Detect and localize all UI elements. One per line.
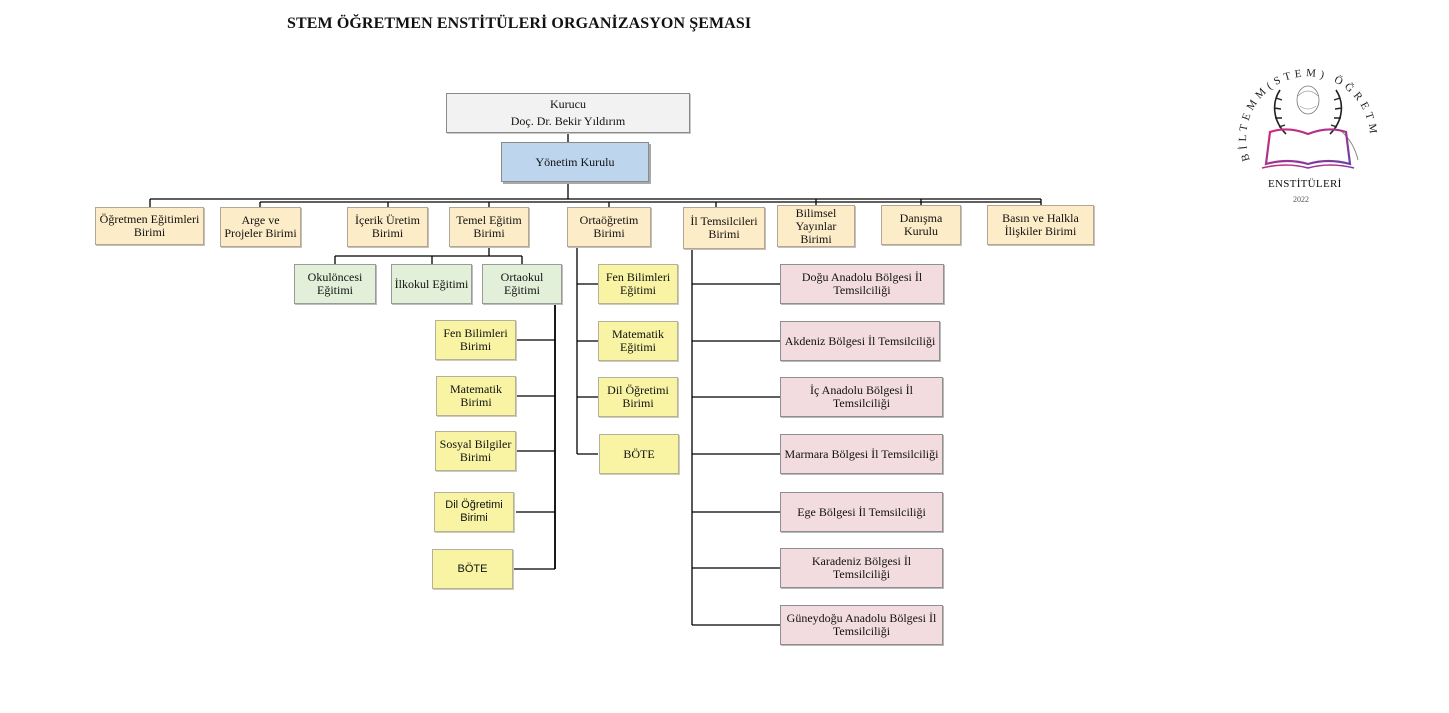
ortaokul-matematik: Matematik Birimi bbox=[436, 376, 516, 416]
region-marmara: Marmara Bölgesi İl Temsilciliği bbox=[780, 434, 943, 474]
founder-box: Kurucu Doç. Dr. Bekir Yıldırım bbox=[446, 93, 690, 133]
quill-icon bbox=[1339, 129, 1359, 161]
unit-danisma-kurulu: Danışma Kurulu bbox=[881, 205, 961, 245]
region-dogu-anadolu: Doğu Anadolu Bölgesi İl Temsilciliği bbox=[780, 264, 944, 304]
ortaogretim-matematik: Matematik Eğitimi bbox=[598, 321, 678, 361]
ortaokul-dil-ogretimi: Dil Öğretimi Birimi bbox=[434, 492, 514, 532]
laurel-right-icon bbox=[1329, 89, 1343, 135]
founder-role: Kurucu bbox=[550, 97, 586, 111]
region-ic-anadolu: İç Anadolu Bölgesi İl Temsilciliği bbox=[780, 377, 943, 417]
logo-year: 2022 bbox=[1293, 195, 1309, 204]
unit-arge-projeler: Arge ve Projeler Birimi bbox=[220, 207, 301, 247]
ortaogretim-dil-ogretimi: Dil Öğretimi Birimi bbox=[598, 377, 678, 417]
unit-ogretmen-egitimleri: Öğretmen Eğitimleri Birimi bbox=[95, 207, 204, 245]
board-box: Yönetim Kurulu bbox=[501, 142, 649, 182]
level-okuloncesi: Okulöncesi Eğitimi bbox=[294, 264, 376, 304]
logo-arc-text: BİLTEMM(STEM) ÖĞRETMEN bbox=[1228, 42, 1379, 163]
unit-temel-egitim: Temel Eğitim Birimi bbox=[449, 207, 529, 247]
chart-title: STEM ÖĞRETMEN ENSTİTÜLERİ ORGANİZASYON Ş… bbox=[287, 15, 752, 32]
level-ilkokul: İlkokul Eğitimi bbox=[391, 264, 472, 304]
unit-ortaogretim: Ortaöğretim Birimi bbox=[567, 207, 651, 247]
unit-icerik-uretim: İçerik Üretim Birimi bbox=[347, 207, 428, 247]
portrait-icon bbox=[1296, 85, 1320, 115]
region-ege: Ege Bölgesi İl Temsilciliği bbox=[780, 492, 943, 532]
region-karadeniz: Karadeniz Bölgesi İl Temsilciliği bbox=[780, 548, 943, 588]
ortaogretim-bote: BÖTE bbox=[599, 434, 679, 474]
institute-logo: BİLTEMM(STEM) ÖĞRETMEN bbox=[1228, 42, 1379, 169]
region-akdeniz: Akdeniz Bölgesi İl Temsilciliği bbox=[780, 321, 940, 361]
ortaokul-sosyal-bilgiler: Sosyal Bilgiler Birimi bbox=[435, 431, 516, 471]
ortaokul-fen-bilimleri: Fen Bilimleri Birimi bbox=[435, 320, 516, 360]
unit-il-temsilcileri: İl Temsilcileri Birimi bbox=[683, 207, 765, 249]
founder-name: Doç. Dr. Bekir Yıldırım bbox=[510, 114, 626, 128]
ortaokul-bote: BÖTE bbox=[432, 549, 513, 589]
ortaogretim-fen-bilimleri: Fen Bilimleri Eğitimi bbox=[598, 264, 678, 304]
open-book-icon bbox=[1264, 128, 1352, 166]
unit-bilimsel-yayinlar: Bilimsel Yayınlar Birimi bbox=[777, 205, 855, 247]
logo-word: ENSTİTÜLERİ bbox=[1268, 178, 1342, 190]
region-guneydogu-anadolu: Güneydoğu Anadolu Bölgesi İl Temsilciliğ… bbox=[780, 605, 943, 645]
level-ortaokul: Ortaokul Eğitimi bbox=[482, 264, 562, 304]
unit-basin-halkla-iliskiler: Basın ve Halkla İlişkiler Birimi bbox=[987, 205, 1094, 245]
laurel-left-icon bbox=[1273, 89, 1287, 135]
